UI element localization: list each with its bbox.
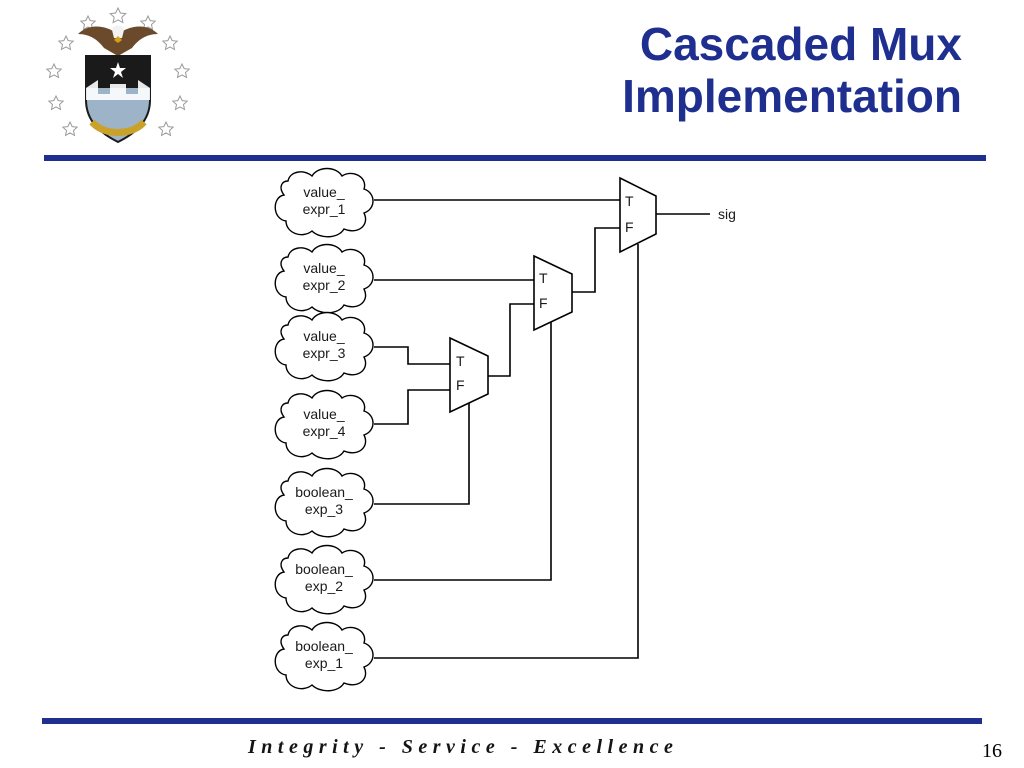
page-number: 16 [982, 740, 1002, 762]
cloud-label-line2: exp_2 [305, 578, 343, 594]
cloud-shape [274, 243, 374, 314]
wires [374, 199, 710, 659]
input-cloud-5: boolean_ exp_3 [274, 467, 374, 538]
output-signal-label: sig [718, 206, 736, 222]
mux-1-true-label: T [625, 193, 634, 209]
cloud-label-line2: expr_2 [303, 277, 346, 293]
cloud-shape [274, 544, 374, 615]
cloud-shape [274, 167, 374, 238]
cloud-shape [274, 389, 374, 460]
title-line-1: Cascaded Mux [639, 18, 962, 70]
wire-boolean-exp-2 [374, 318, 552, 581]
cloud-shape [274, 467, 374, 538]
cloud-label-line1: value_ [303, 328, 344, 344]
wire-boolean-exp-3 [374, 403, 470, 505]
input-cloud-1: value_ expr_1 [274, 167, 374, 238]
cloud-label-line2: exp_3 [305, 501, 343, 517]
shield-icon [85, 55, 151, 144]
mux-2-true-label: T [539, 270, 548, 286]
cloud-label-line1: boolean_ [295, 638, 353, 654]
header-divider [44, 155, 986, 161]
input-cloud-7: boolean_ exp_1 [274, 621, 374, 692]
wire-mux3-out [488, 303, 534, 377]
input-cloud-3: value_ expr_3 [274, 311, 374, 382]
footer-divider [42, 718, 982, 724]
wire-mux2-out [572, 227, 620, 293]
mux-1-false-label: F [625, 219, 634, 235]
cloud-label-line1: value_ [303, 406, 344, 422]
input-cloud-6: boolean_ exp_2 [274, 544, 374, 615]
mux-3: T F [449, 336, 489, 414]
mux-2: T F [533, 254, 573, 332]
input-cloud-2: value_ expr_2 [274, 243, 374, 314]
mux-1: T F [619, 176, 657, 254]
cloud-label-line1: value_ [303, 260, 344, 276]
mux-2-false-label: F [539, 295, 548, 311]
footer-motto: Integrity - Service - Excellence [248, 736, 679, 758]
eagle-icon [78, 25, 158, 56]
wire-value-expr-3 [374, 346, 450, 365]
input-cloud-4: value_ expr_4 [274, 389, 374, 460]
mux-3-true-label: T [456, 353, 465, 369]
cloud-label-line2: expr_3 [303, 345, 346, 361]
cloud-label-line1: boolean_ [295, 561, 353, 577]
cloud-label-line1: boolean_ [295, 484, 353, 500]
cloud-label-line2: exp_1 [305, 655, 343, 671]
title-line-2: Implementation [622, 70, 962, 122]
cloud-label-line2: expr_4 [303, 423, 346, 439]
wire-boolean-exp-1 [374, 244, 639, 659]
usafa-crest-logo [45, 6, 191, 144]
cloud-shape [274, 621, 374, 692]
slide-title: Cascaded Mux Implementation [402, 18, 962, 122]
cloud-label-line2: expr_1 [303, 201, 346, 217]
mux-3-false-label: F [456, 377, 465, 393]
wire-value-expr-4 [374, 389, 450, 425]
cloud-shape [274, 311, 374, 382]
star-ring [45, 6, 191, 137]
cloud-label-line1: value_ [303, 184, 344, 200]
